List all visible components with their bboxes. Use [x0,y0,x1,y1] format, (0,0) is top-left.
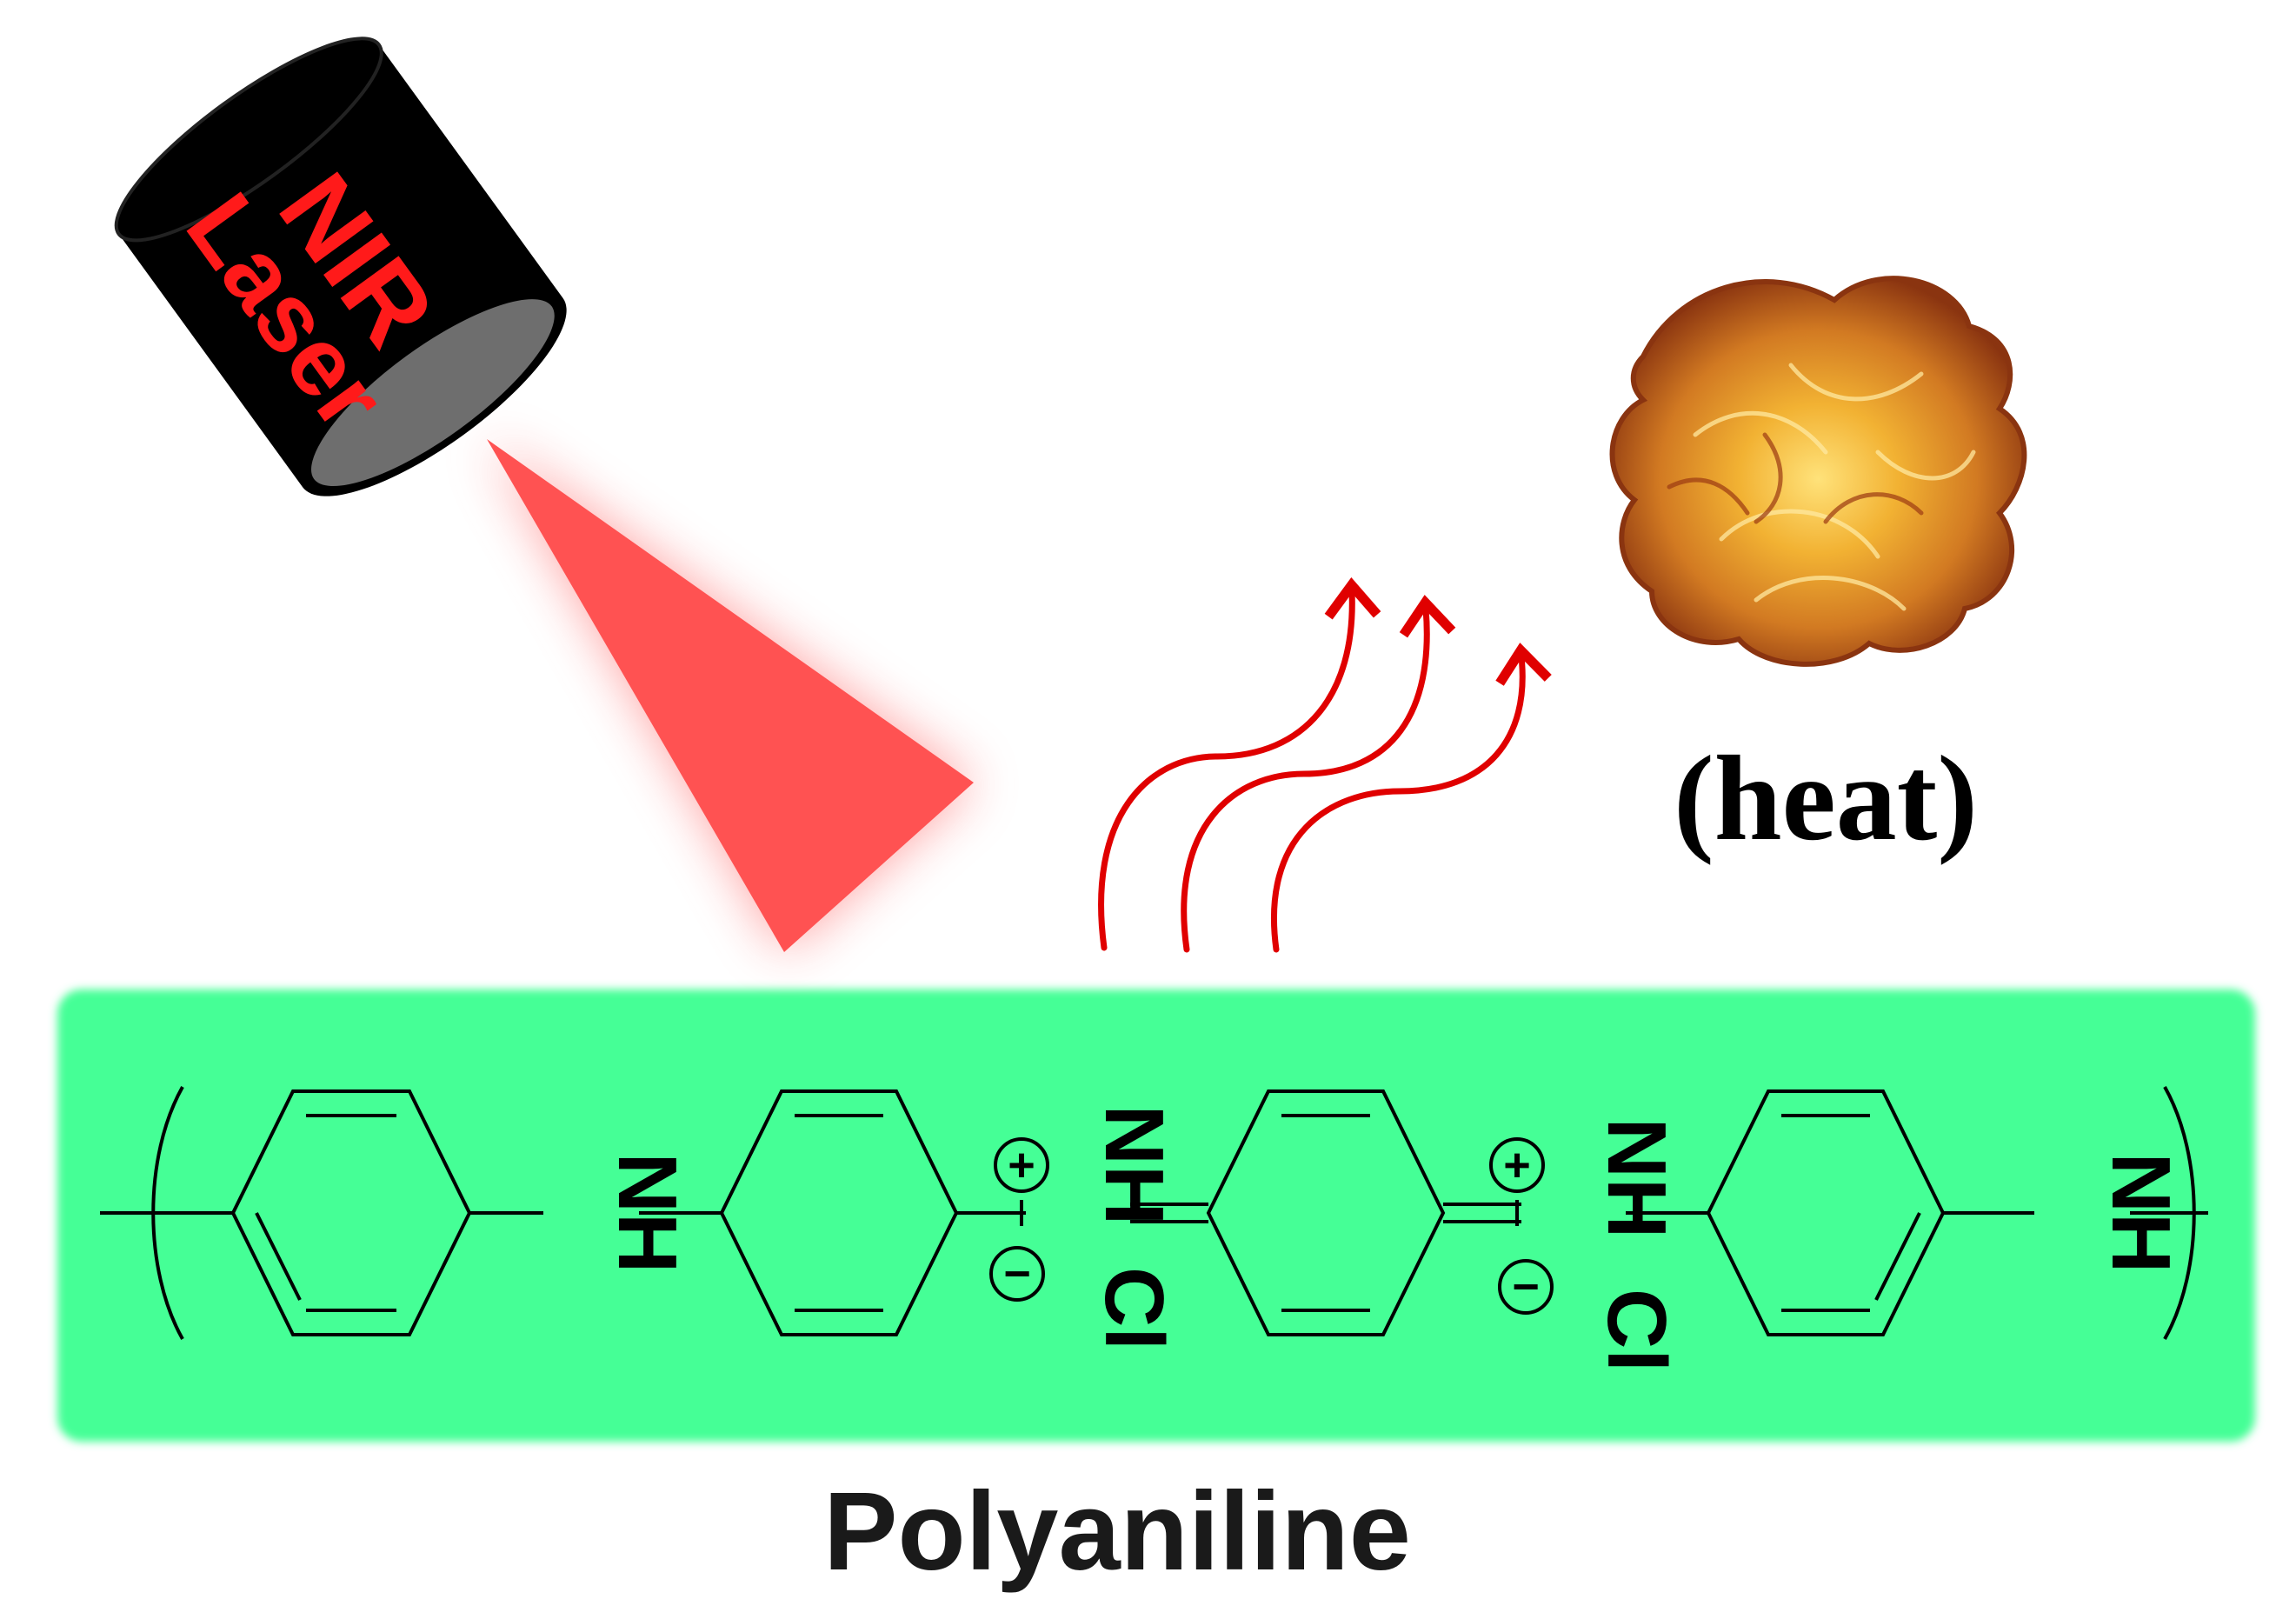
polyaniline-structure [100,1086,2208,1340]
minus-charge-circle [989,1246,1045,1302]
polymer-band [57,989,2255,1442]
plus-sign: + [1503,1139,1531,1191]
laser-beam [487,439,974,952]
minus-sign: − [1512,1261,1540,1313]
heat-arrow [1098,577,1381,951]
heat-label: (heat) [1674,731,1978,866]
nh-group-1: NH [601,1153,694,1274]
laser-icon: NIR Laser [114,37,567,496]
cl-counter-ion-1: Cl [1088,1267,1181,1350]
heat-arrows [1098,577,1552,953]
polymer-name: Polyaniline [823,1469,1411,1594]
nh-group-2: NH [1088,1105,1181,1226]
plus-charge-circle [1489,1137,1545,1193]
cl-counter-ion-2: Cl [1590,1289,1683,1372]
nh-group-4: NH [2094,1153,2187,1274]
plus-charge-circle [994,1137,1049,1193]
minus-charge-circle [1498,1259,1554,1315]
nh-group-3: NH [1590,1118,1683,1239]
plus-sign: + [1008,1139,1035,1191]
flame-icon [1609,276,2027,667]
heat-arrow [1270,643,1552,953]
minus-sign: − [1003,1248,1031,1300]
heat-arrow [1181,595,1456,953]
